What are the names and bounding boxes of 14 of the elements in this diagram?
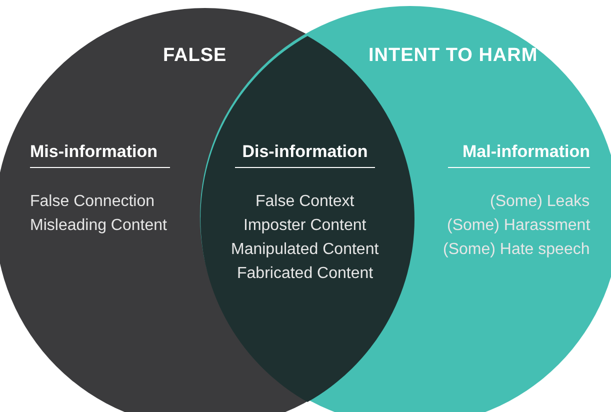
list-item: False Connection [30, 192, 155, 212]
category-heading: Mis-information [30, 142, 170, 168]
list-item: (Some) Harassment [447, 216, 590, 236]
circle-title: FALSE [163, 44, 227, 68]
category-heading: Dis-information [235, 142, 375, 168]
circle-title: INTENT TO HARM [368, 44, 538, 68]
list-item: Manipulated Content [231, 240, 379, 260]
list-item: Misleading Content [30, 216, 167, 236]
category-heading: Mal-information [448, 142, 590, 168]
list-item: Fabricated Content [237, 264, 374, 284]
list-item: (Some) Leaks [490, 192, 590, 212]
list-item: Imposter Content [244, 216, 366, 236]
list-item: False Context [256, 192, 354, 212]
list-item: (Some) Hate speech [443, 240, 590, 260]
